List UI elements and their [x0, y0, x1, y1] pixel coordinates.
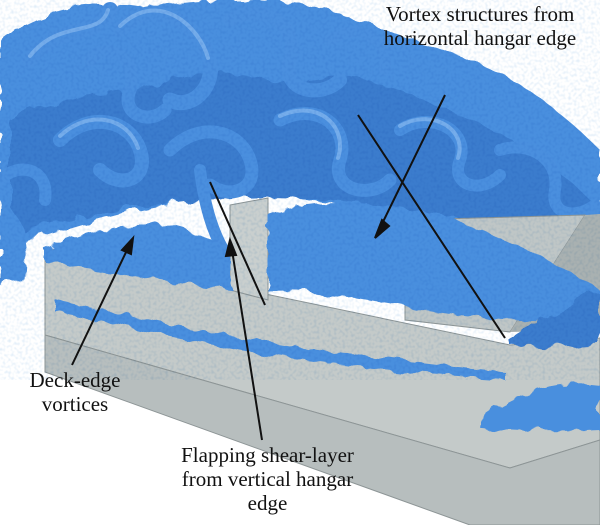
vortex-label-line-2: horizontal hangar edge	[383, 26, 577, 50]
flapping-shear-layer-label: Flapping shear-layer from vertical hanga…	[160, 443, 375, 515]
vortex-arrowhead	[374, 218, 391, 239]
deck-edge-label: Deck-edge vortices	[10, 368, 140, 416]
flapping-leader-line	[231, 249, 263, 441]
deck-label-line-2: vortices	[41, 392, 109, 416]
flapping-label-line-2: from vertical hangar	[181, 467, 354, 491]
vertical-edge-line	[209, 181, 266, 306]
vortex-leader-line	[379, 94, 446, 229]
hangar-edge-line	[357, 114, 506, 339]
deck-label-line-1: Deck-edge	[29, 368, 121, 392]
annotation-leader-lines	[71, 94, 506, 441]
deck-arrowhead	[120, 235, 135, 256]
flapping-label-line-1: Flapping shear-layer	[181, 443, 354, 467]
flapping-arrowhead	[224, 236, 238, 258]
flapping-label-line-3: edge	[247, 491, 288, 515]
deck-leader-line	[71, 247, 129, 366]
vortex-structures-label: Vortex structures from horizontal hangar…	[365, 2, 595, 50]
vortex-label-line-1: Vortex structures from	[385, 2, 575, 26]
